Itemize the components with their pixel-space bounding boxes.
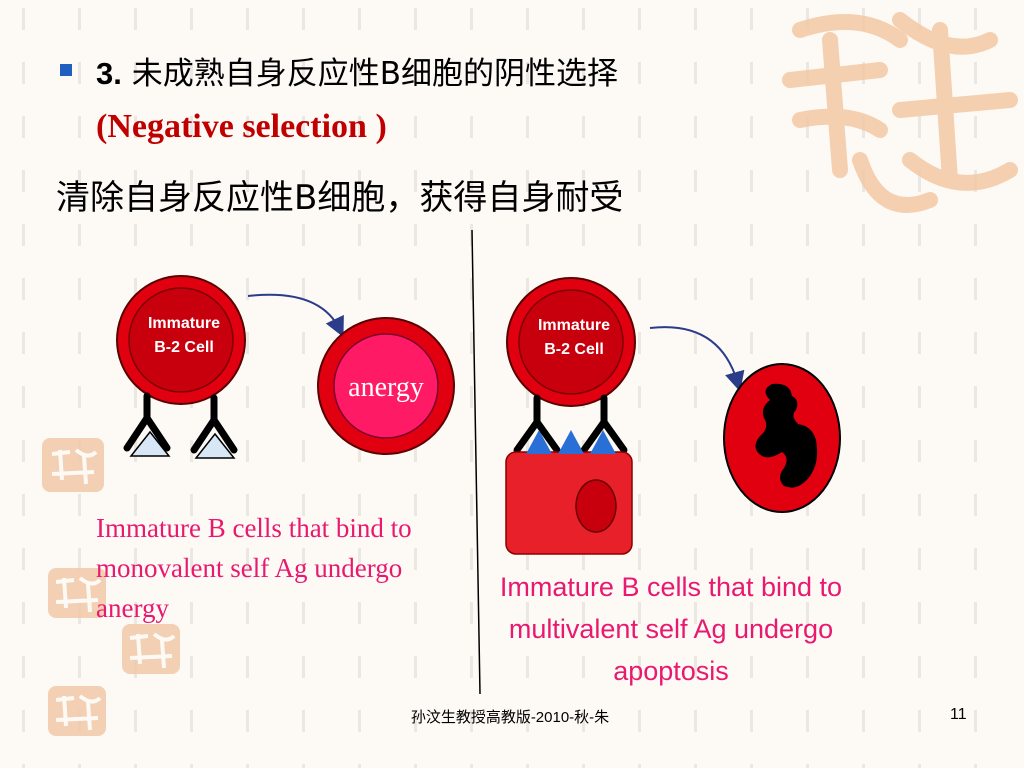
divider-line [471, 229, 481, 695]
left-arrow [247, 293, 344, 338]
left-cell-label-2: B-2 Cell [154, 339, 214, 356]
page-number: 11 [950, 706, 967, 723]
anergy-label: anergy [348, 372, 424, 403]
heading-title-cn: 未成熟自身反应性B细胞的阴性选择 [121, 56, 618, 92]
watermark-seal-large [782, 12, 1018, 213]
heading-line: 3. 未成熟自身反应性B细胞的阴性选择 [96, 48, 618, 93]
right-immature-b-cell: Immature B-2 Cell [506, 277, 636, 407]
heading-number: 3. [96, 56, 122, 91]
apoptotic-cell [723, 363, 841, 513]
left-monovalent-antigen-2 [194, 432, 236, 459]
left-monovalent-antigen-1 [129, 430, 171, 457]
multivalent-antigen-cell [505, 430, 633, 555]
footer-text: 孙汶生教授高教版-2010-秋-朱 [410, 709, 610, 726]
left-bcr-receptor-1 [123, 392, 171, 452]
seal-watermark-4 [48, 686, 106, 736]
right-cell-label-1: Immature [538, 317, 610, 334]
right-cell-label-2: B-2 Cell [544, 341, 604, 358]
caption-apoptosis: Immature B cells that bind to multivalen… [499, 572, 843, 686]
seal-watermark-2 [48, 568, 106, 618]
right-arrow [649, 326, 745, 392]
caption-anergy: Immature B cells that bind to monovalent… [96, 513, 412, 623]
seal-watermark-1 [42, 438, 104, 492]
body-text: 清除自身反应性B细胞，获得自身耐受 [56, 178, 624, 218]
right-bcr-receptor-2 [580, 394, 628, 454]
left-cell-label-1: Immature [148, 315, 220, 332]
left-immature-b-cell: Immature B-2 Cell [116, 275, 246, 405]
fragmented-nucleus-icon [755, 383, 818, 488]
bullet-square-icon [60, 64, 72, 76]
multivalent-antigen-3 [590, 430, 616, 454]
heading-title-en: (Negative selection ) [96, 108, 387, 145]
multivalent-antigen-2 [558, 430, 584, 454]
left-bcr-receptor-2 [190, 394, 238, 454]
right-bcr-receptor-1 [513, 394, 561, 454]
anergy-cell: anergy [317, 317, 455, 455]
multivalent-antigen-1 [526, 430, 552, 454]
seal-watermark-3 [122, 624, 180, 674]
